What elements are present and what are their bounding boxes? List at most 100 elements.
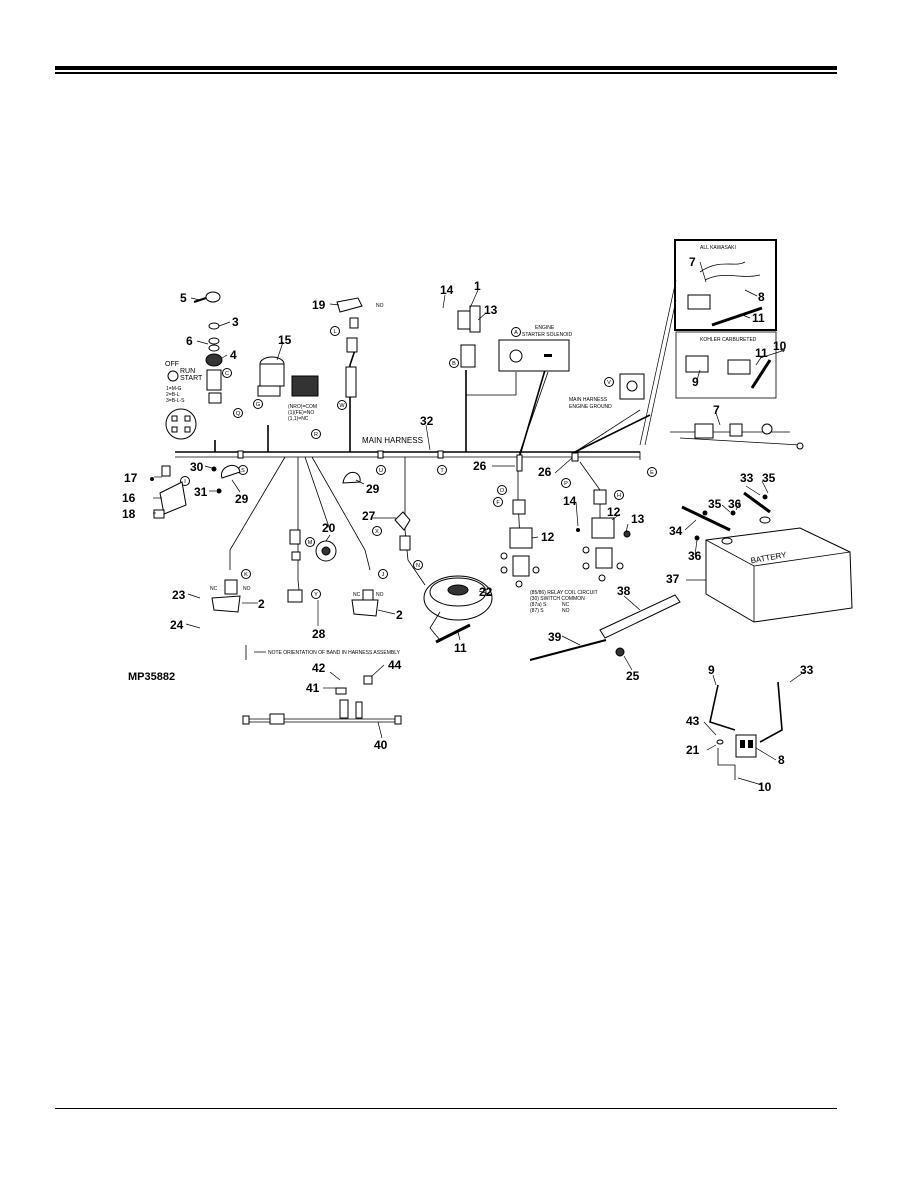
connector-W: W <box>339 403 345 409</box>
callout-25: 25 <box>626 669 640 683</box>
callout-26a: 26 <box>473 459 487 473</box>
callout-39: 39 <box>548 630 562 644</box>
engine-harness-7 <box>670 423 804 450</box>
kohler-title: KOHLER CARBURETED <box>700 337 757 343</box>
callout-32: 32 <box>420 414 434 428</box>
callout-12a: 12 <box>541 530 555 544</box>
callout-33b: 33 <box>800 663 814 677</box>
relay-note-1: (85/86) RELAY COIL CIRCUIT <box>530 590 598 596</box>
footer-rule <box>55 1108 837 1109</box>
starter-solenoid: ENGINE STARTER SOLENOID <box>457 305 572 453</box>
reverse-switch-left: NC NO <box>210 579 251 613</box>
callout-14a: 14 <box>440 283 454 297</box>
relay-20 <box>287 529 337 603</box>
ignition-off: OFF <box>165 361 179 368</box>
callout-7b: 7 <box>713 403 720 417</box>
callout-38: 38 <box>617 584 631 598</box>
callout-29b: 29 <box>366 482 380 496</box>
callout-44: 44 <box>388 658 402 672</box>
connector-T: T <box>440 468 444 474</box>
connector-F: F <box>496 500 500 506</box>
header-rule-thick <box>55 66 837 70</box>
connector-letters: C Q G R L W B A V E S U T I O P F H X M … <box>180 326 657 599</box>
connector-C: C <box>225 371 229 377</box>
callout-15: 15 <box>278 333 292 347</box>
seat-note-2: (1)(FE)=NO <box>288 410 314 416</box>
connector-H: H <box>617 493 621 499</box>
connector-J: J <box>382 572 385 578</box>
connector-S: S <box>241 468 245 474</box>
callout-43: 43 <box>686 714 700 728</box>
callout-13a: 13 <box>484 303 498 317</box>
pto-switch: NO <box>336 297 384 398</box>
ground-label-1: MAIN HARNESS <box>569 397 608 403</box>
engine-ground: MAIN HARNESS ENGINE GROUND <box>569 373 645 453</box>
connector-U: U <box>379 468 383 474</box>
solenoid-label-1: ENGINE <box>535 325 555 331</box>
battery: BATTERY <box>681 491 853 623</box>
relay-note: (85/86) RELAY COIL CIRCUIT (30) SWITCH C… <box>530 590 598 614</box>
callout-8b: 8 <box>778 753 785 767</box>
connector-V: V <box>607 380 611 386</box>
connector-X: X <box>375 529 379 535</box>
pto-no-label: NO <box>376 303 384 309</box>
switch-right-nc: NC <box>353 592 361 598</box>
callout-numbers: 5 3 6 4 15 19 1 14 13 32 26 26 17 16 18 … <box>122 255 814 794</box>
callout-10b: 10 <box>758 780 772 794</box>
callout-14b: 14 <box>563 494 577 508</box>
fuse-holder <box>529 594 681 661</box>
callout-36a: 36 <box>728 497 742 511</box>
ignition-circuit-3: 3=B-L-S <box>166 398 185 404</box>
callout-13b: 13 <box>631 512 645 526</box>
callout-31: 31 <box>194 485 208 499</box>
figure-id: MP35882 <box>128 671 175 683</box>
clamps <box>211 464 361 494</box>
callout-19: 19 <box>312 298 326 312</box>
callout-3: 3 <box>232 315 239 329</box>
callout-35a: 35 <box>708 497 722 511</box>
relay-note-3: (87a) S <box>530 602 547 608</box>
relay-note-2: (30) SWITCH COMMON <box>530 596 585 602</box>
connector-E: E <box>650 470 654 476</box>
main-harness-label: MAIN HARNESS <box>362 436 423 445</box>
callout-4: 4 <box>230 348 237 362</box>
seat-note-1: (NRO)=COM <box>288 404 317 410</box>
solenoid-label-2: STARTER SOLENOID <box>522 332 572 338</box>
connector-Y: Y <box>314 592 318 598</box>
connector-I: I <box>184 479 186 485</box>
reverse-switch-right: NC NO <box>351 589 384 617</box>
callout-9a: 9 <box>692 375 699 389</box>
callout-37: 37 <box>666 572 680 586</box>
battery-cables <box>709 681 783 780</box>
callout-6: 6 <box>186 334 193 348</box>
callout-11c: 11 <box>454 641 467 655</box>
callout-17: 17 <box>124 471 138 485</box>
connector-N: N <box>416 563 420 569</box>
connector-M: M <box>308 540 313 546</box>
kawasaki-title: ALL KAWASAKI <box>700 245 736 251</box>
callout-35b: 35 <box>762 471 776 485</box>
callout-7a: 7 <box>689 255 696 269</box>
inset-kohler: KOHLER CARBURETED <box>675 331 786 399</box>
relay-note-no: NO <box>562 608 570 614</box>
ignition-switch: OFF RUN START 1=M-G 2=B-L 3=B-L-S <box>165 291 223 440</box>
callout-27: 27 <box>362 509 376 523</box>
callout-1: 1 <box>474 279 481 293</box>
callout-9b: 9 <box>708 663 715 677</box>
brake-switch <box>150 465 187 519</box>
callout-18: 18 <box>122 507 136 521</box>
callout-11b: 11 <box>755 346 768 360</box>
callout-8a: 8 <box>758 290 765 304</box>
connector-Q: Q <box>236 411 241 417</box>
relay-12-right <box>576 489 631 582</box>
relay-note-nc: NC <box>562 602 570 608</box>
seat-note-3: (1,1)=NC <box>288 416 309 422</box>
callout-23: 23 <box>172 588 186 602</box>
callout-34: 34 <box>669 524 683 538</box>
header-rule-thin <box>55 72 837 74</box>
pto-clutch <box>423 575 493 644</box>
main-harness: MAIN HARNESS <box>175 349 651 601</box>
callout-22: 22 <box>479 585 493 599</box>
connector-B: B <box>452 361 456 367</box>
